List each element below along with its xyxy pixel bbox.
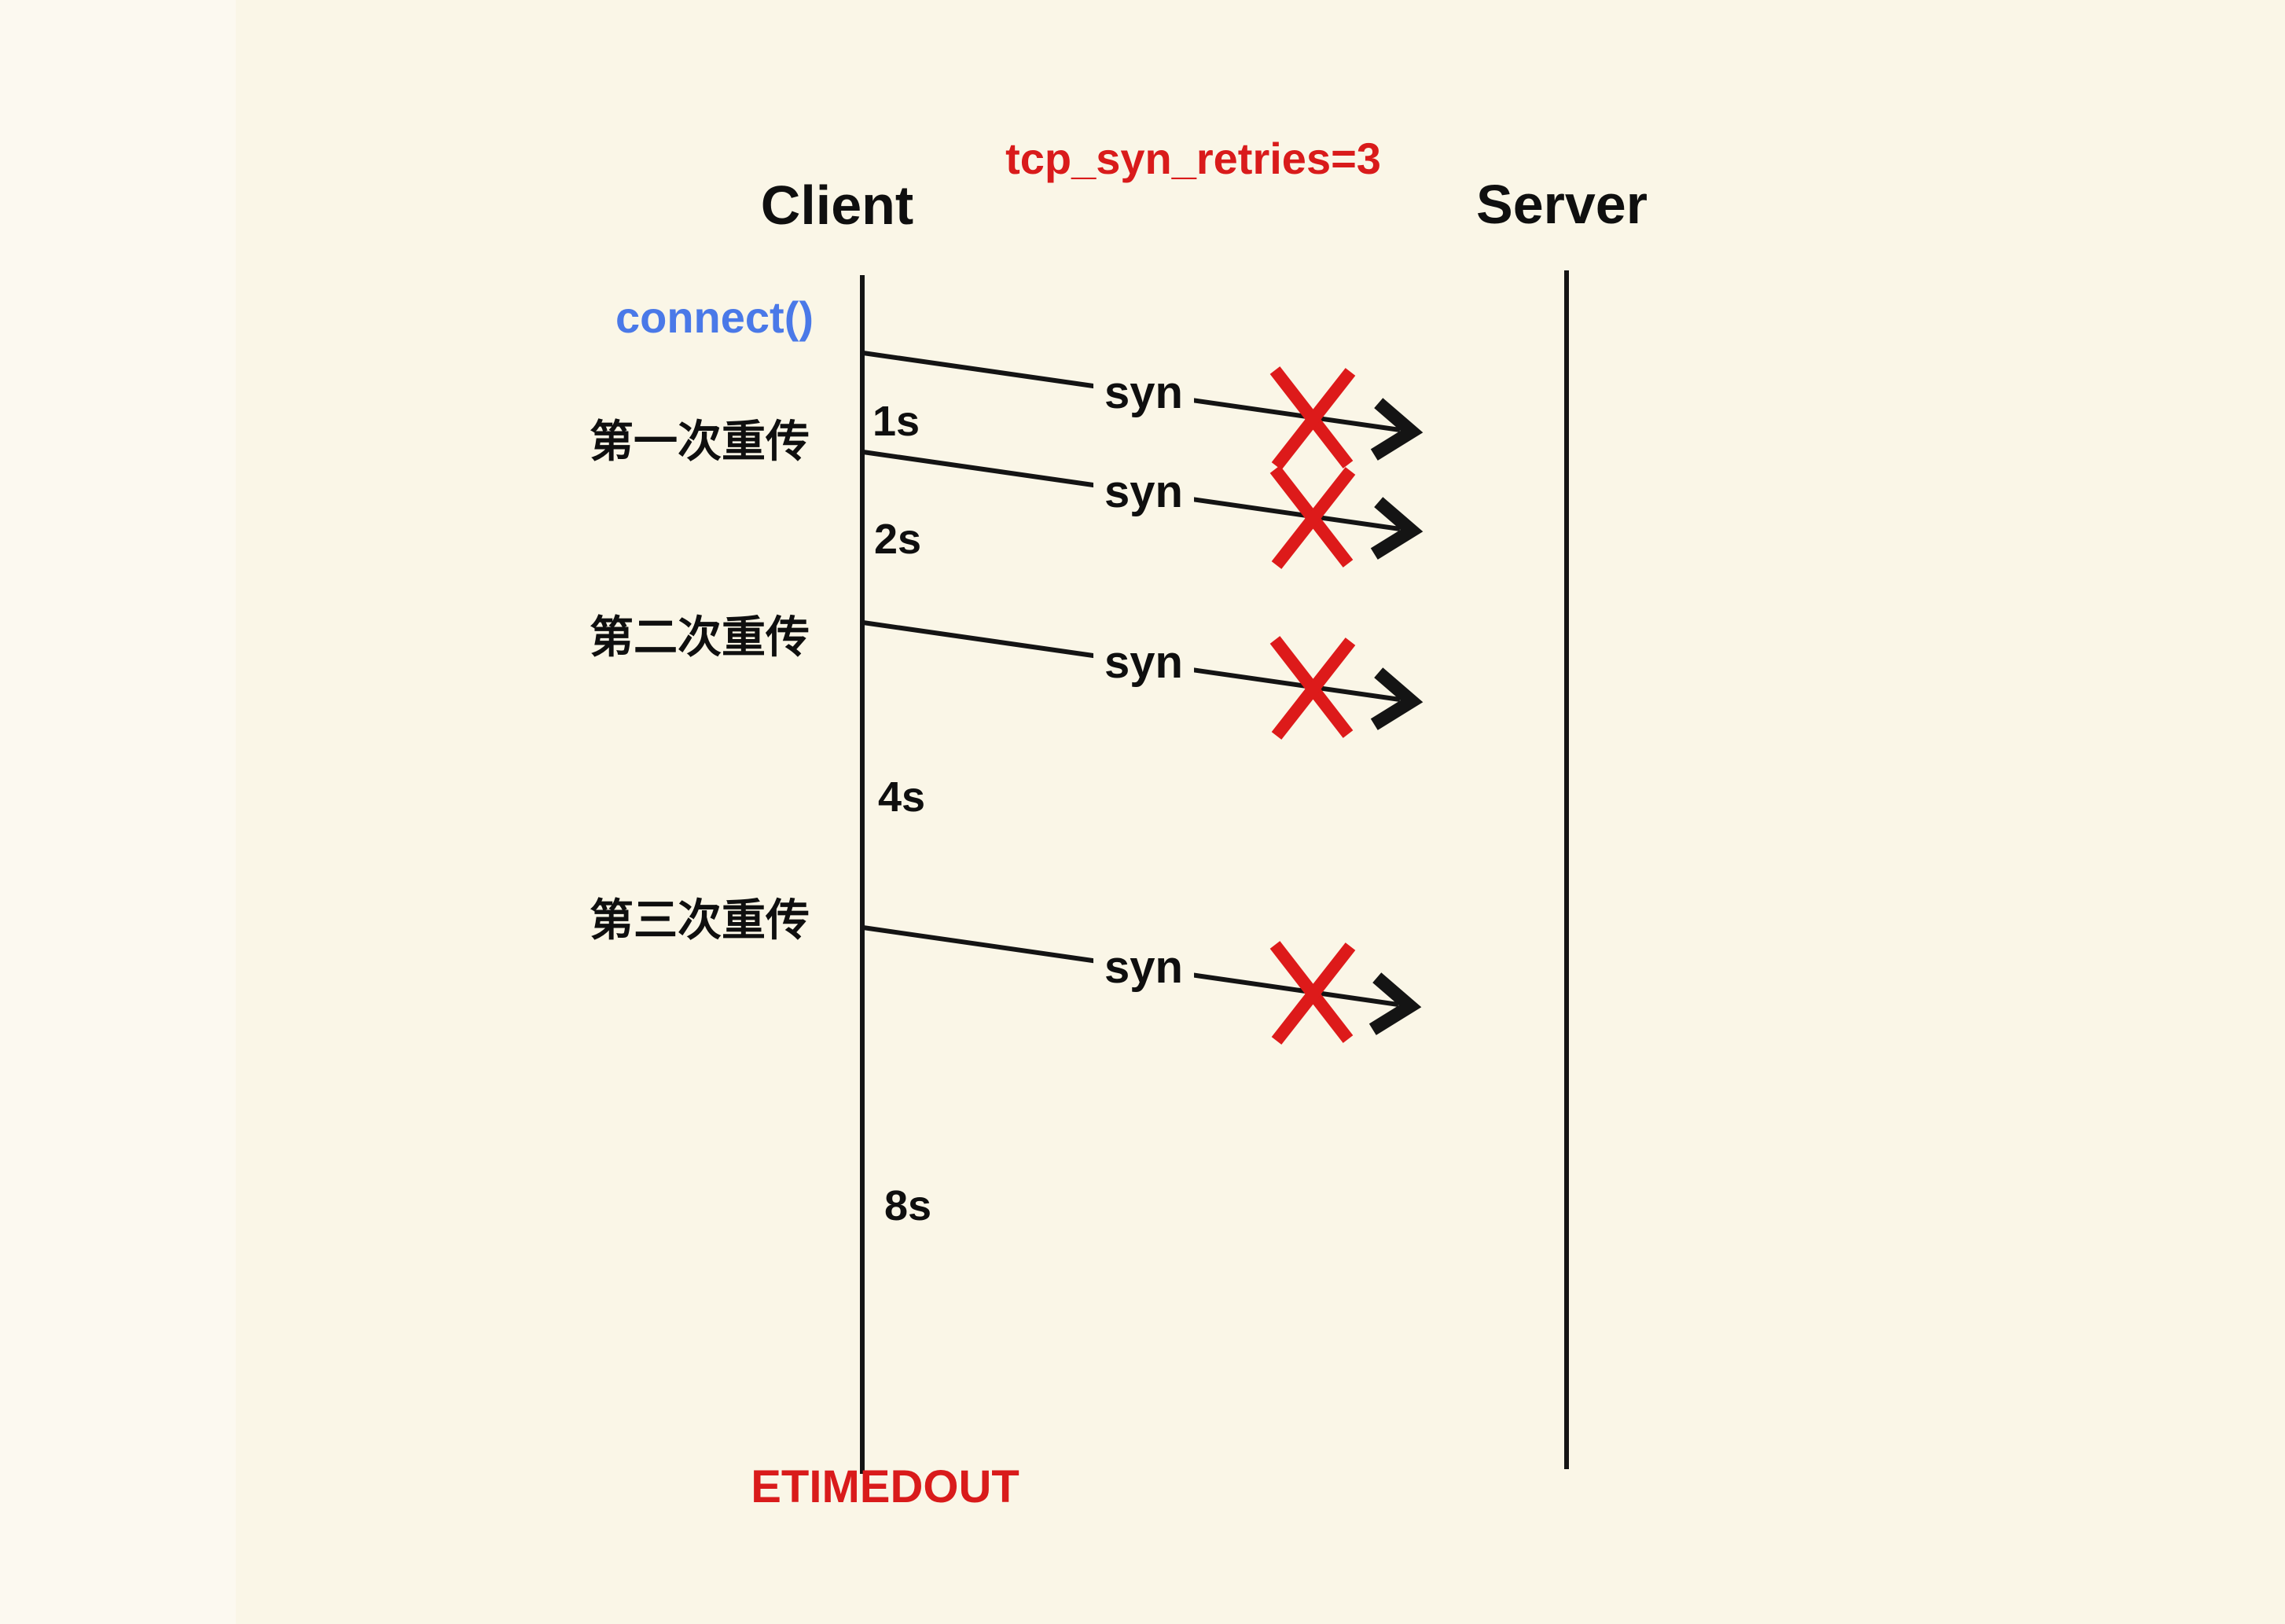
- syn-message-label-3: syn: [1093, 637, 1194, 689]
- interval-label-2s: 2s: [874, 516, 922, 563]
- arrowhead-icon: [1370, 398, 1424, 461]
- arrowhead-icon: [1368, 972, 1422, 1035]
- failure-x-icon-4: [1269, 941, 1356, 1045]
- left-margin-band: [0, 0, 236, 1624]
- syn-message-label-2: syn: [1093, 466, 1194, 518]
- interval-label-1s: 1s: [872, 398, 920, 445]
- server-actor-label: Server: [1476, 174, 1648, 235]
- arrowhead-icon: [1370, 497, 1424, 560]
- etimedout-label: ETIMEDOUT: [751, 1461, 1019, 1512]
- interval-label-4s: 4s: [878, 773, 926, 821]
- syn-message-label-4: syn: [1093, 942, 1194, 994]
- diagram-title: tcp_syn_retries=3: [1005, 134, 1381, 183]
- retry-label-2: 第二次重传: [590, 612, 810, 662]
- arrowhead-icon: [1370, 667, 1424, 730]
- interval-label-8s: 8s: [884, 1182, 932, 1229]
- retry-label-1: 第一次重传: [590, 417, 810, 466]
- retry-label-3: 第三次重传: [590, 895, 810, 945]
- failure-x-icon-2: [1269, 465, 1356, 569]
- failure-x-icon-3: [1269, 636, 1356, 740]
- failure-x-icon-1: [1269, 366, 1356, 470]
- connect-call-label: connect(): [615, 292, 814, 342]
- syn-message-label-1: syn: [1093, 367, 1194, 419]
- client-actor-label: Client: [760, 175, 914, 236]
